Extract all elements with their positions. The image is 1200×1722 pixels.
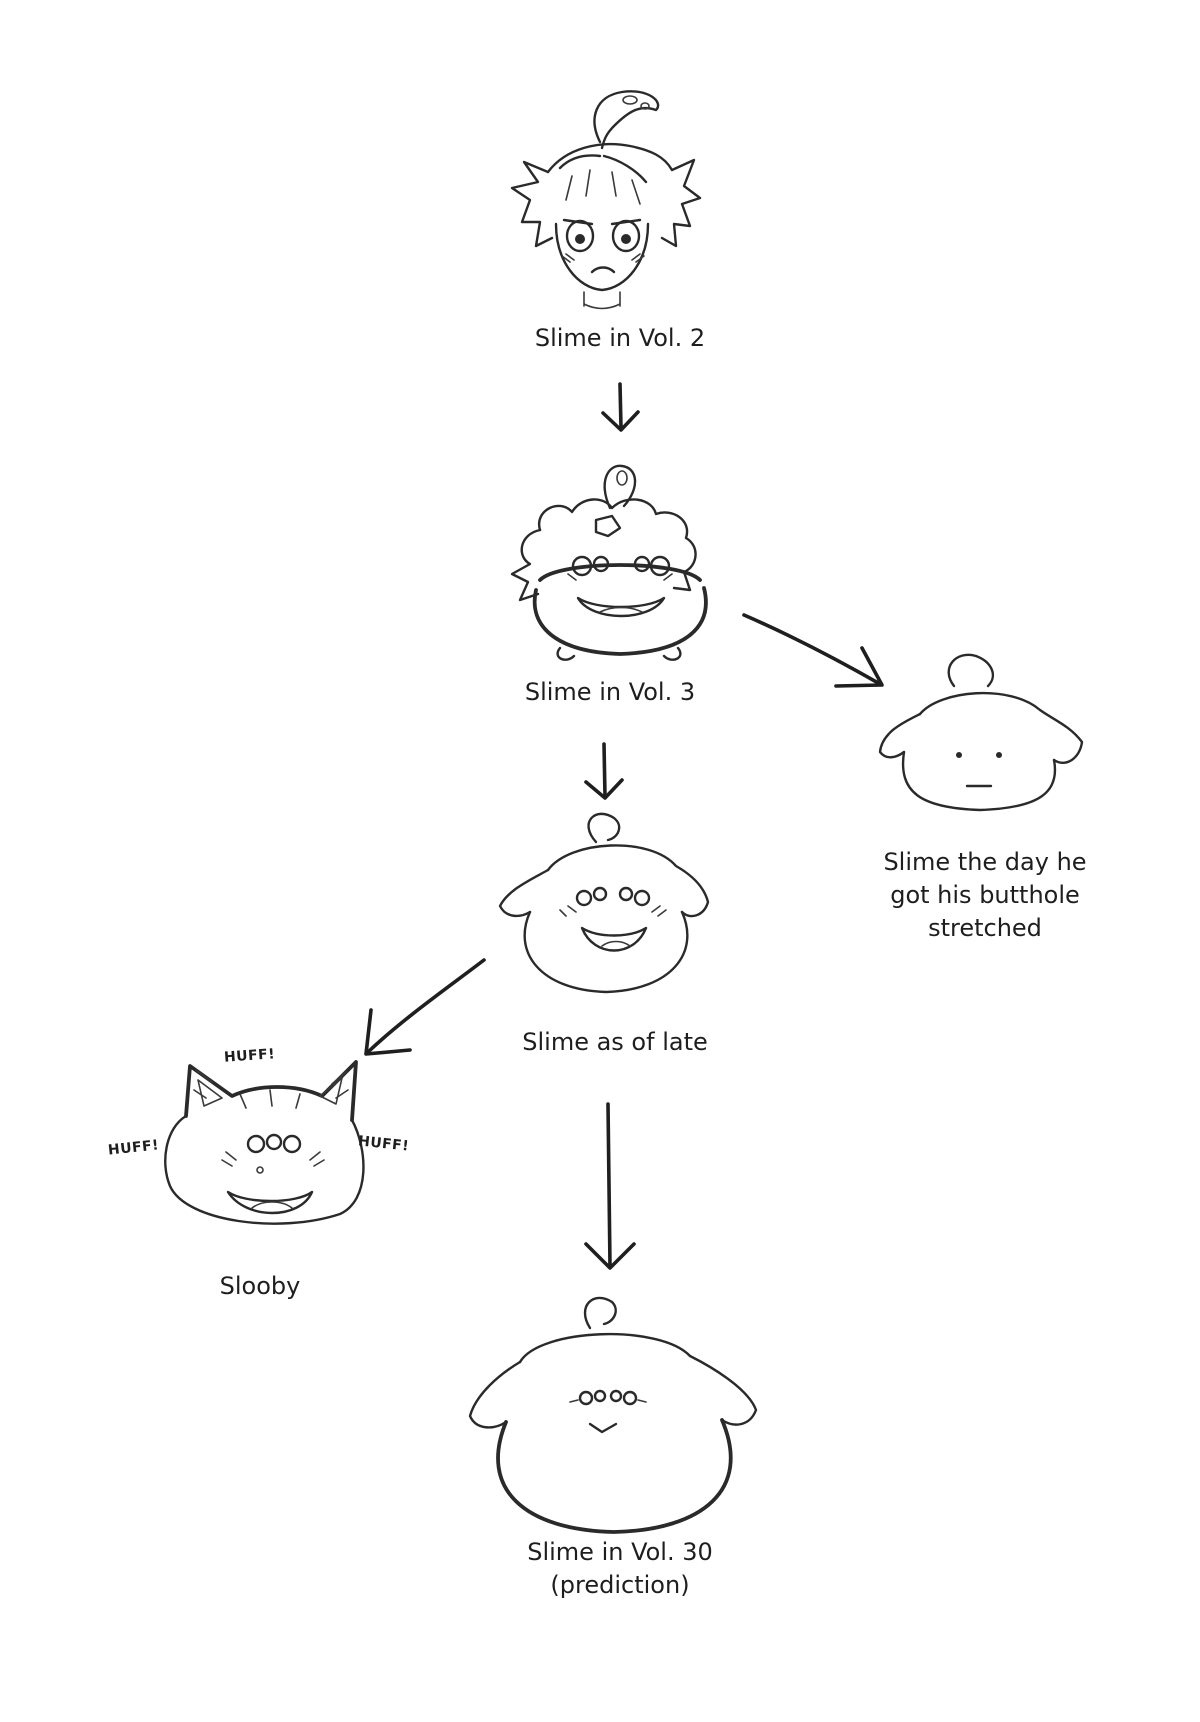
node-label-slooby: Slooby [219, 1272, 301, 1300]
arrow-vol2-to-vol3 [601, 382, 640, 432]
slime-vol3-sketch [510, 464, 708, 661]
slime-vol2-sketch [510, 90, 702, 310]
arrow-late-to-vol30 [584, 1102, 636, 1270]
node-label-vol3: Slime in Vol. 3 [524, 678, 696, 706]
arrow-late-to-slooby [364, 958, 486, 1056]
arrow-vol3-to-late [584, 742, 624, 800]
node-label-vol2: Slime in Vol. 2 [534, 324, 706, 352]
slime-stretched-sketch [878, 653, 1084, 812]
slooby-sketch [164, 1060, 365, 1225]
slime-late-sketch [498, 812, 710, 994]
slime-vol30-sketch [468, 1296, 758, 1534]
node-label-late: Slime as of late [522, 1028, 708, 1056]
node-label-stretched: Slime the day he got his butthole stretc… [883, 848, 1087, 942]
node-label-vol30: Slime in Vol. 30 (prediction) [527, 1538, 713, 1599]
arrow-vol3-to-stretched [742, 613, 884, 688]
